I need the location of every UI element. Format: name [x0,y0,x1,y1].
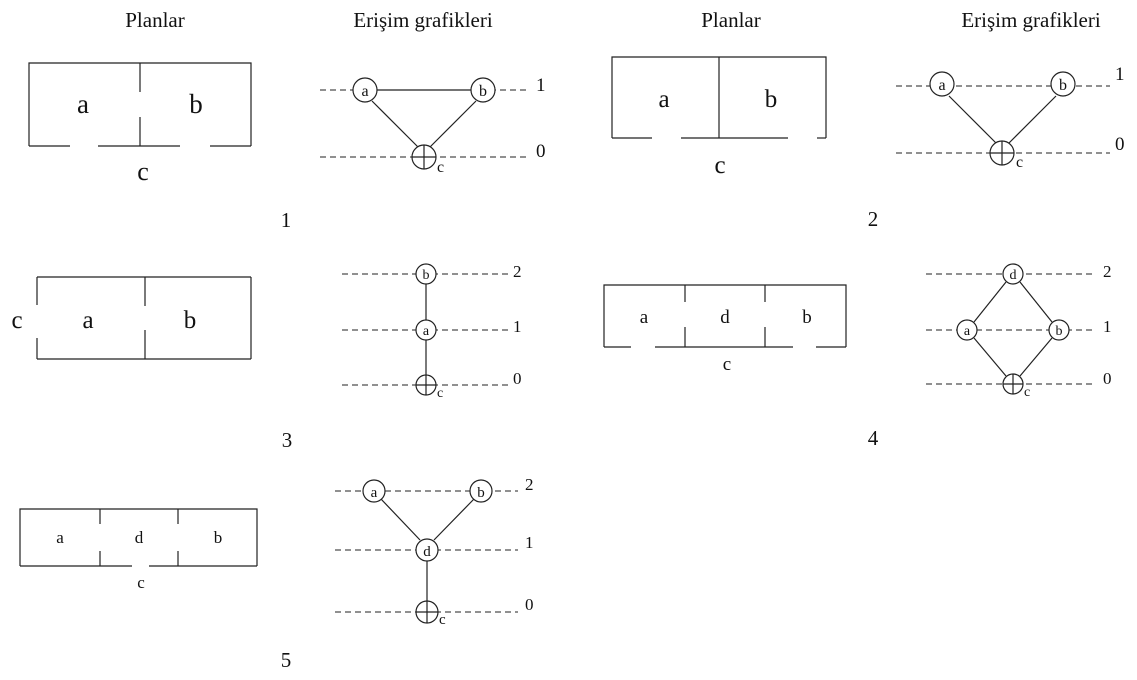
graph-1-node-c-label: c [437,159,444,176]
plan-5-room-b: b [214,528,223,547]
figure-2: a b c 1 0 a b c 2 [611,56,1125,231]
figure-4-number: 4 [868,426,879,450]
plan-5: a d b c [19,508,258,592]
plan-1: a b c [28,62,252,186]
graph-2-node-c-label: c [1016,154,1023,171]
graph-5-level-label-0: 0 [525,595,534,614]
graph-1-level-label-0: 0 [536,141,546,162]
graph-5-node-a [362,479,386,503]
graph-2-node-a-label: a [938,77,945,94]
graph-5-node-d [415,538,439,562]
graph-5-edge-a-d [380,498,421,541]
plan-5-room-d: d [135,528,144,547]
figure-1-number: 1 [281,208,292,232]
graph-5: 2 1 0 a b d c [335,475,534,628]
plan-5-room-a: a [56,528,64,547]
graph-4-node-c-label: c [1024,385,1030,400]
graph-1-node-b-label: b [479,83,487,100]
graph-5-level-label-1: 1 [525,533,534,552]
graph-5-node-d-label: d [423,544,431,560]
figure-3-number: 3 [282,428,293,452]
graph-3-level-label-0: 0 [513,369,522,388]
graph-5-node-b-label: b [477,485,485,501]
graph-4-node-b-label: b [1056,324,1063,339]
graph-1-node-a [352,77,378,103]
graph-5-node-a-label: a [371,485,378,501]
plan-2-outside-c: c [714,152,725,179]
header-graphs-left: Erişim grafikleri [353,8,493,32]
plan-4-room-b: b [802,307,812,328]
plan-2-room-b: b [765,86,778,113]
plan-1-room-b: b [189,89,203,119]
graph-2-level-label-0: 0 [1115,134,1125,155]
graph-2-node-a [929,71,955,97]
graph-5-node-b [469,479,493,503]
graph-4-level-label-2: 2 [1103,262,1112,281]
header-graphs-right: Erişim grafikleri [961,8,1101,32]
graph-4-node-b [1048,319,1070,341]
plan-5-outer-wall [19,508,258,566]
plan-1-room-a: a [77,89,89,119]
graph-4-edge-d-b [1019,281,1053,323]
plan-1-outside-c: c [137,157,149,186]
graph-1-node-b [470,77,496,103]
plan-4-room-d: d [720,307,730,328]
graph-3-node-c-label: c [437,386,443,401]
graph-4-node-a [956,319,978,341]
plan-3-room-a: a [82,307,93,334]
graph-2-node-b-label: b [1059,77,1067,94]
graph-4-level-label-0: 0 [1103,369,1112,388]
graph-3-level-label-2: 2 [513,262,522,281]
figure-5-number: 5 [281,648,292,672]
graph-4-edge-d-a [973,281,1007,323]
header-plans-left: Planlar [125,8,184,32]
graph-3-level-label-1: 1 [513,317,522,336]
plan-4-room-a: a [640,307,649,328]
graph-5-edge-b-d [433,498,475,541]
plan-2: a b c [611,56,827,179]
plan-2-room-a: a [658,86,669,113]
graph-4-edge-a-c [973,337,1007,377]
graph-3-node-a [415,319,437,341]
graph-1: 1 0 a b c [320,75,546,176]
header-plans-right: Planlar [701,8,760,32]
plan-5-outside-c: c [137,573,145,592]
graph-1-level-label-1: 1 [536,75,546,96]
graph-1-edge-a-c [371,100,419,148]
graph-4-level-label-1: 1 [1103,317,1112,336]
figure-4: a d b c 2 1 0 d a b c 4 [603,262,1112,450]
plan-3: a b c [11,276,252,360]
figure-2-number: 2 [868,207,879,231]
plan-4: a d b c [603,284,847,375]
graph-4-node-a-label: a [964,324,971,339]
graph-4-node-d-label: d [1010,268,1017,283]
graph-2-edge-a-c [948,95,997,144]
plan-4-outer-wall [603,284,847,347]
graph-5-node-c-label: c [439,612,446,628]
figure-5: a d b c 2 1 0 a b d c 5 [19,475,534,672]
graph-1-node-a-label: a [361,83,368,100]
plan-3-room-b: b [184,307,197,334]
graph-1-edge-b-c [429,100,477,148]
graph-3: 2 1 0 b a c [342,262,522,401]
graph-4-edge-b-c [1019,337,1053,377]
graph-2-node-b [1050,71,1076,97]
graph-2-edge-b-c [1008,95,1057,144]
graph-4: 2 1 0 d a b c [926,262,1112,400]
graph-3-node-b-label: b [423,268,430,283]
figure-1: a b c 1 0 a b c 1 [28,62,546,232]
plan-3-outside-c: c [11,307,22,334]
graph-4-node-d [1002,263,1024,285]
graph-2-level-label-1: 1 [1115,64,1125,85]
plan-4-outside-c: c [723,354,731,375]
figure-3: a b c 2 1 0 b a c 3 [11,262,521,452]
graph-3-node-b [415,263,437,285]
graph-3-node-a-label: a [423,324,430,339]
graph-2: 1 0 a b c [896,64,1125,171]
graph-5-level-label-2: 2 [525,475,534,494]
